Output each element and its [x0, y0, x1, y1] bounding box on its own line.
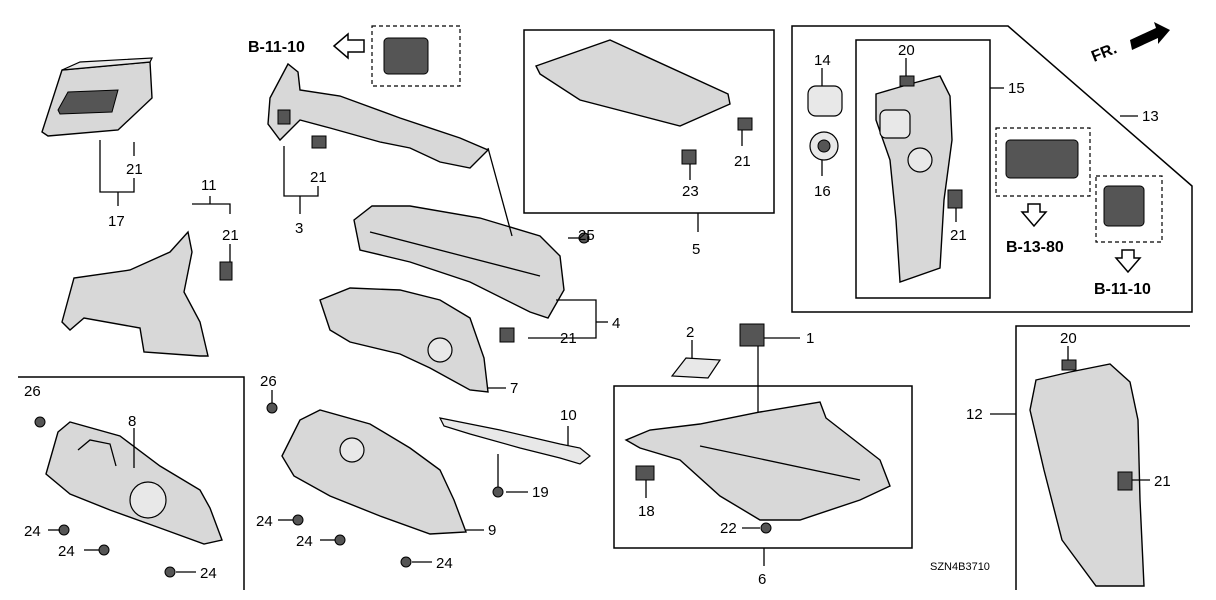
clip-21-e	[947, 189, 963, 209]
switch-right-2	[1103, 185, 1145, 227]
arrow-ref-1	[332, 32, 365, 60]
drawing-code: SZN4B3710	[930, 561, 990, 573]
part-3-garnish	[267, 62, 490, 169]
arrow-ref-2	[1020, 203, 1048, 228]
leader-lines	[48, 58, 1150, 573]
part-15-side-panel	[875, 75, 953, 283]
part-10-bracket	[438, 417, 591, 465]
callout-11: 11	[201, 177, 217, 194]
callout-12: 12	[966, 406, 983, 423]
callout-21-c: 21	[222, 227, 239, 244]
callout-24-c: 24	[200, 565, 217, 582]
screw-25	[568, 232, 590, 244]
screw-26-b	[266, 402, 278, 414]
callout-13: 13	[1142, 108, 1159, 125]
ref-code-1: B-11-10	[248, 39, 305, 56]
part-7-cover	[319, 287, 489, 393]
screw-24-e	[334, 534, 346, 546]
callout-25: 25	[578, 227, 595, 244]
callout-20-a: 20	[898, 42, 915, 59]
callout-24-f: 24	[436, 555, 453, 572]
callout-4: 4	[612, 315, 620, 332]
part-5-lid	[535, 39, 731, 127]
callout-24-e: 24	[296, 533, 313, 550]
callout-24-d: 24	[256, 513, 273, 530]
screw-26-a	[34, 416, 46, 428]
clip-20-a	[899, 75, 915, 87]
callout-23: 23	[682, 183, 699, 200]
callout-17: 17	[108, 213, 125, 230]
part-1-sensor	[739, 323, 765, 347]
callout-20-b: 20	[1060, 330, 1077, 347]
part-12-side-panel	[1029, 363, 1145, 587]
callout-3: 3	[295, 220, 303, 237]
front-arrow-icon	[1130, 22, 1170, 50]
screw-24-d	[292, 514, 304, 526]
ref-code-3: B-11-10	[1094, 281, 1151, 298]
callout-21-e: 21	[734, 153, 751, 170]
clip-21-c	[499, 327, 515, 343]
callout-16: 16	[814, 183, 831, 200]
ref-code-2: B-13-80	[1006, 239, 1064, 256]
callout-10: 10	[560, 407, 577, 424]
frame-part-13	[791, 25, 1193, 313]
callout-1: 1	[806, 330, 814, 347]
front-marker: FR.	[1089, 40, 1119, 65]
screw-24-a	[58, 524, 70, 536]
part-2-pad	[670, 357, 722, 379]
part-11-panel	[61, 230, 209, 357]
clip-20-b	[1061, 359, 1077, 371]
callout-22: 22	[720, 520, 737, 537]
part-18-clip	[635, 465, 655, 481]
callout-15: 15	[1008, 80, 1025, 97]
clip-21-d	[737, 117, 753, 131]
callout-7: 7	[510, 380, 518, 397]
frame-part-8	[18, 376, 245, 590]
frame-part-12	[1015, 325, 1190, 590]
callout-21-g: 21	[1154, 473, 1171, 490]
part-17-vent	[41, 57, 153, 137]
callout-6: 6	[758, 571, 766, 588]
callout-21-f: 21	[950, 227, 967, 244]
callout-21-a: 21	[126, 161, 143, 178]
callout-24-a: 24	[24, 523, 41, 540]
screw-22	[760, 522, 772, 534]
screw-24-b	[98, 544, 110, 556]
callout-14: 14	[814, 52, 831, 69]
callout-19: 19	[532, 484, 549, 501]
callout-21-d: 21	[560, 330, 577, 347]
clip-21-f	[1117, 471, 1133, 491]
bolt-19	[492, 454, 504, 498]
part-8-lower-cover	[45, 421, 223, 545]
callout-26-b: 26	[260, 373, 277, 390]
frame-part-15	[855, 39, 991, 299]
clip-21-b	[219, 261, 233, 281]
part-16-socket	[809, 131, 839, 161]
clip-21-a	[311, 135, 327, 149]
part-9-lower-cover	[281, 409, 467, 535]
callout-26-a: 26	[24, 383, 41, 400]
callout-8: 8	[128, 413, 136, 430]
screw-24-c	[164, 566, 176, 578]
frame-part-6	[613, 385, 913, 549]
callout-2: 2	[686, 324, 694, 341]
dashed-box-switch-right-1	[995, 127, 1091, 197]
clip-23	[681, 149, 697, 165]
callout-24-b: 24	[58, 543, 75, 560]
part-14-ring	[807, 85, 843, 117]
switch-right-1	[1005, 139, 1079, 179]
screw-24-f	[400, 556, 412, 568]
callout-21-b: 21	[310, 169, 327, 186]
switch-top	[383, 37, 429, 75]
callout-18: 18	[638, 503, 655, 520]
callout-9: 9	[488, 522, 496, 539]
dashed-box-switch-right-2	[1095, 175, 1163, 243]
callout-5: 5	[692, 241, 700, 258]
arrow-ref-3	[1114, 249, 1142, 274]
dashed-box-switch-top	[371, 25, 461, 87]
part-6-floor-panel	[624, 401, 891, 521]
frame-part-5	[523, 29, 775, 214]
